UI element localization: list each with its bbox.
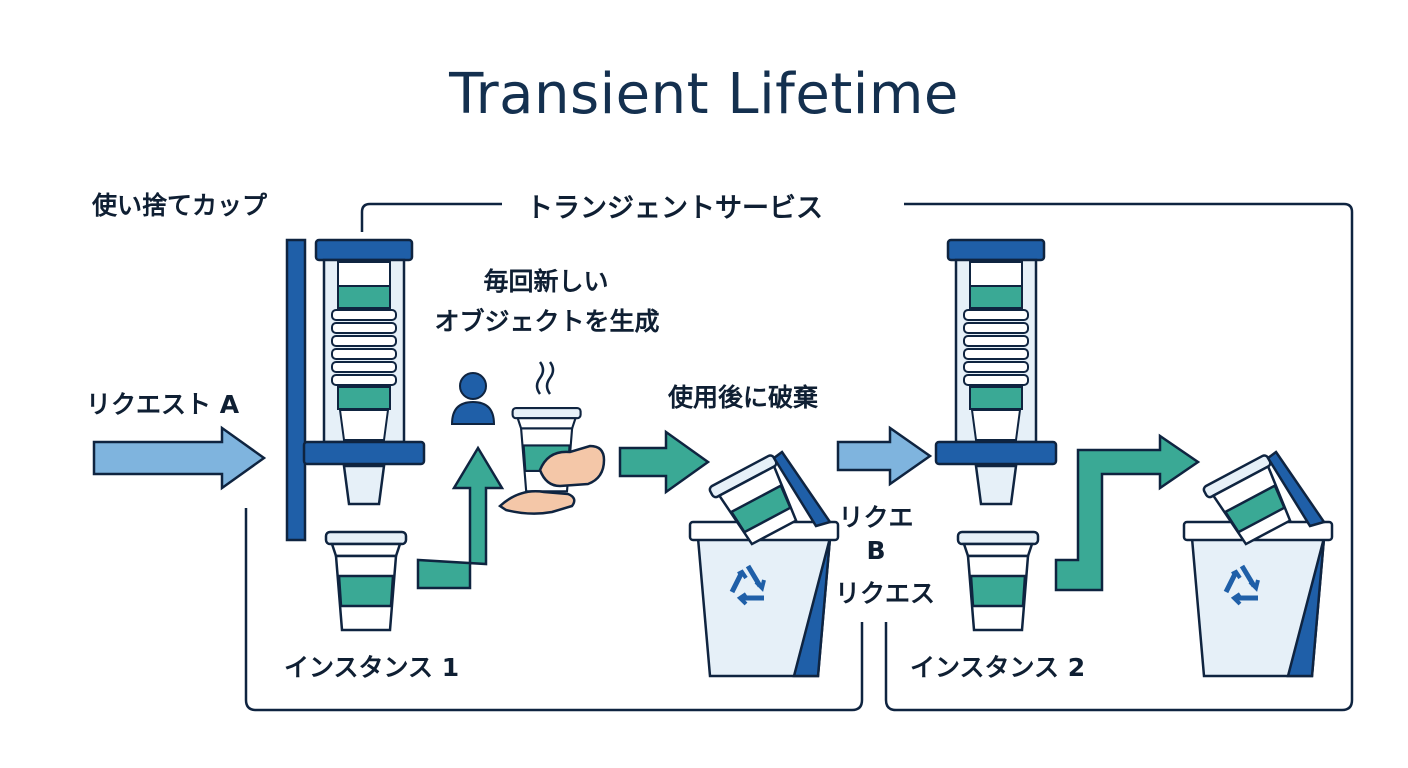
request-a-arrow-icon [92, 425, 267, 491]
request-a-label: リクエスト A [86, 390, 240, 419]
request-b-line2: B [866, 536, 886, 565]
cup-dispenser-1-icon [302, 238, 426, 506]
discard-arrow-icon [618, 429, 711, 495]
request-b-arrow-icon [836, 425, 933, 487]
new-object-line1: 毎回新しい [483, 267, 609, 296]
transient-service-label: トランジェントサービス [526, 193, 823, 224]
bin-2-lid-icon [1266, 450, 1327, 528]
service-frame-left [360, 202, 502, 232]
cup-dispenser-2-icon [934, 238, 1058, 506]
hand-icon [497, 444, 606, 515]
steam-icon [535, 361, 555, 395]
discarded-cup-2-icon [1202, 454, 1292, 546]
new-object-line2: オブジェクトを生成 [434, 307, 660, 336]
discard-after-use-label: 使用後に破棄 [668, 383, 819, 412]
instance-1-label: インスタンス 1 [284, 653, 460, 682]
bin-1-lid-icon [772, 450, 833, 528]
trash-bin-1-icon [690, 522, 838, 676]
instance-1-cup-icon [324, 530, 408, 632]
instance-2-cup-icon [956, 530, 1040, 632]
instance-1-frame [244, 508, 864, 712]
person-icon [450, 372, 496, 425]
trash-bin-2-icon [1184, 522, 1332, 676]
discarded-cup-1-icon [708, 454, 798, 546]
request-b-line1: リクエ [838, 503, 914, 532]
create-arrow-icon [416, 445, 505, 590]
dispenser-pole [285, 238, 307, 542]
disposable-cup-label: 使い捨てカップ [92, 191, 268, 220]
service-frame-right [884, 202, 1354, 712]
request-b-line3: リクエス [834, 579, 935, 608]
page-title: Transient Lifetime [449, 62, 959, 127]
instance-2-label: インスタンス 2 [910, 653, 1086, 682]
discard-arrow-2-icon [1054, 433, 1201, 592]
